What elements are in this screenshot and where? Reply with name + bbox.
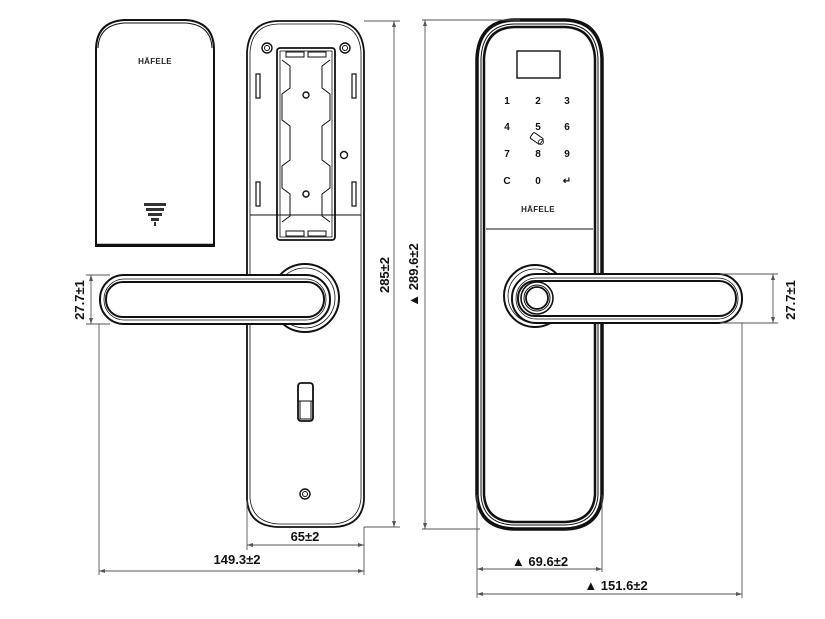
dim-inside-body-height: 285±2 (377, 257, 392, 293)
dim-inside-total-width: 149.3±2 (214, 552, 261, 567)
key-8: 8 (535, 149, 541, 160)
battery-compartment (276, 47, 336, 241)
key-6: 6 (564, 122, 570, 133)
key-enter: ↵ (563, 176, 571, 187)
dim-inside-body-width: 65±2 (291, 529, 320, 544)
keypad: 1 2 3 4 5 6 7 8 9 C 0 ↵ (503, 96, 571, 187)
key-9: 9 (564, 149, 570, 160)
fingerprint-sensor (520, 281, 554, 315)
dim-outside-body-height: ▲ 289.6±2 (406, 243, 421, 306)
screw-icon (339, 42, 351, 54)
dim-outside-body-width: ▲ 69.6±2 (512, 554, 568, 569)
dim-outside-total-width: ▲ 151.6±2 (584, 578, 647, 593)
screw-icon (299, 488, 311, 500)
drip-icon (144, 203, 166, 226)
key-clear: C (503, 176, 510, 187)
outside-unit: 1 2 3 4 5 6 7 8 9 C 0 ↵ HÄFELE (475, 18, 743, 531)
key-3: 3 (564, 96, 570, 107)
display-window (516, 50, 561, 79)
key-2: 2 (535, 96, 541, 107)
battery-cover: HÄFELE (95, 19, 215, 247)
outside-handle (511, 273, 743, 324)
dim-inside-handle-height: 27.7±1 (72, 280, 87, 320)
key-0: 0 (535, 176, 541, 187)
key-1: 1 (504, 96, 510, 107)
key-4: 4 (504, 122, 510, 133)
screw-icon (261, 42, 273, 54)
dimension-arrows (89, 20, 775, 596)
outside-brand-label: HÄFELE (521, 205, 555, 214)
key-5: 5 (535, 122, 541, 133)
key-cylinder (297, 382, 314, 422)
inside-unit (99, 20, 365, 528)
key-7: 7 (504, 149, 510, 160)
inside-handle (99, 274, 331, 325)
dim-outside-handle-height: 27.7±1 (783, 280, 798, 320)
card-reader-icon (529, 132, 544, 145)
cover-brand-label: HÄFELE (138, 57, 172, 66)
dimension-lines (86, 19, 778, 598)
